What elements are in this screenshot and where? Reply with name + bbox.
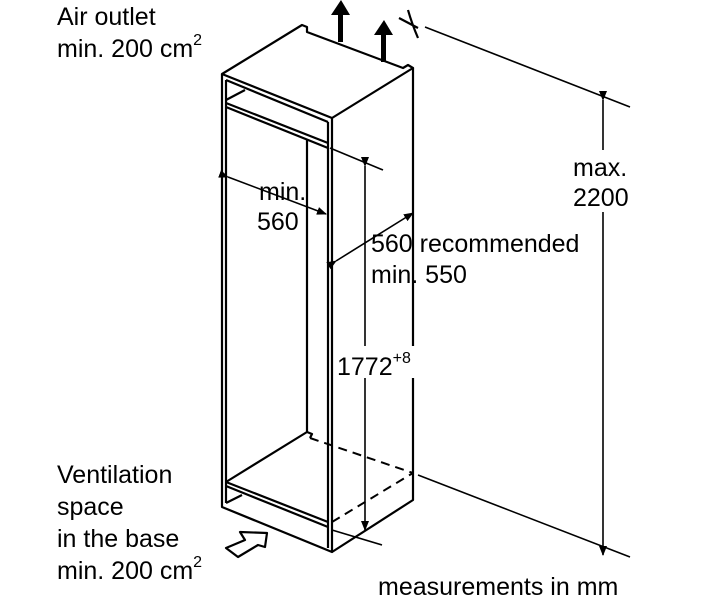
wall-break-symbol (398, 9, 420, 39)
ventilation-label-3: in the base (57, 525, 179, 553)
ventilation-label-2: space (57, 493, 124, 521)
max-height-label: max. (573, 154, 627, 182)
air-outlet-label: Air outlet (57, 3, 156, 31)
width-min-label: min. (259, 178, 306, 206)
depth-min-label: min. 550 (371, 261, 467, 289)
depth-recommended-label: 560 recommended (371, 230, 579, 258)
units-note: measurements in mm (378, 573, 618, 600)
max-height-value: 2200 (573, 184, 629, 212)
air-outlet-area: min. 200 cm2 (57, 32, 202, 63)
width-min-value: 560 (257, 208, 299, 236)
air-outlet-arrows (331, 0, 420, 62)
ventilation-area: min. 200 cm2 (57, 554, 202, 585)
ventilation-label-1: Ventilation (57, 461, 172, 489)
ventilation-arrow-icon (224, 530, 269, 559)
cabinet-outline (220, 23, 415, 554)
niche-height-label: 1772+8 (337, 350, 411, 381)
